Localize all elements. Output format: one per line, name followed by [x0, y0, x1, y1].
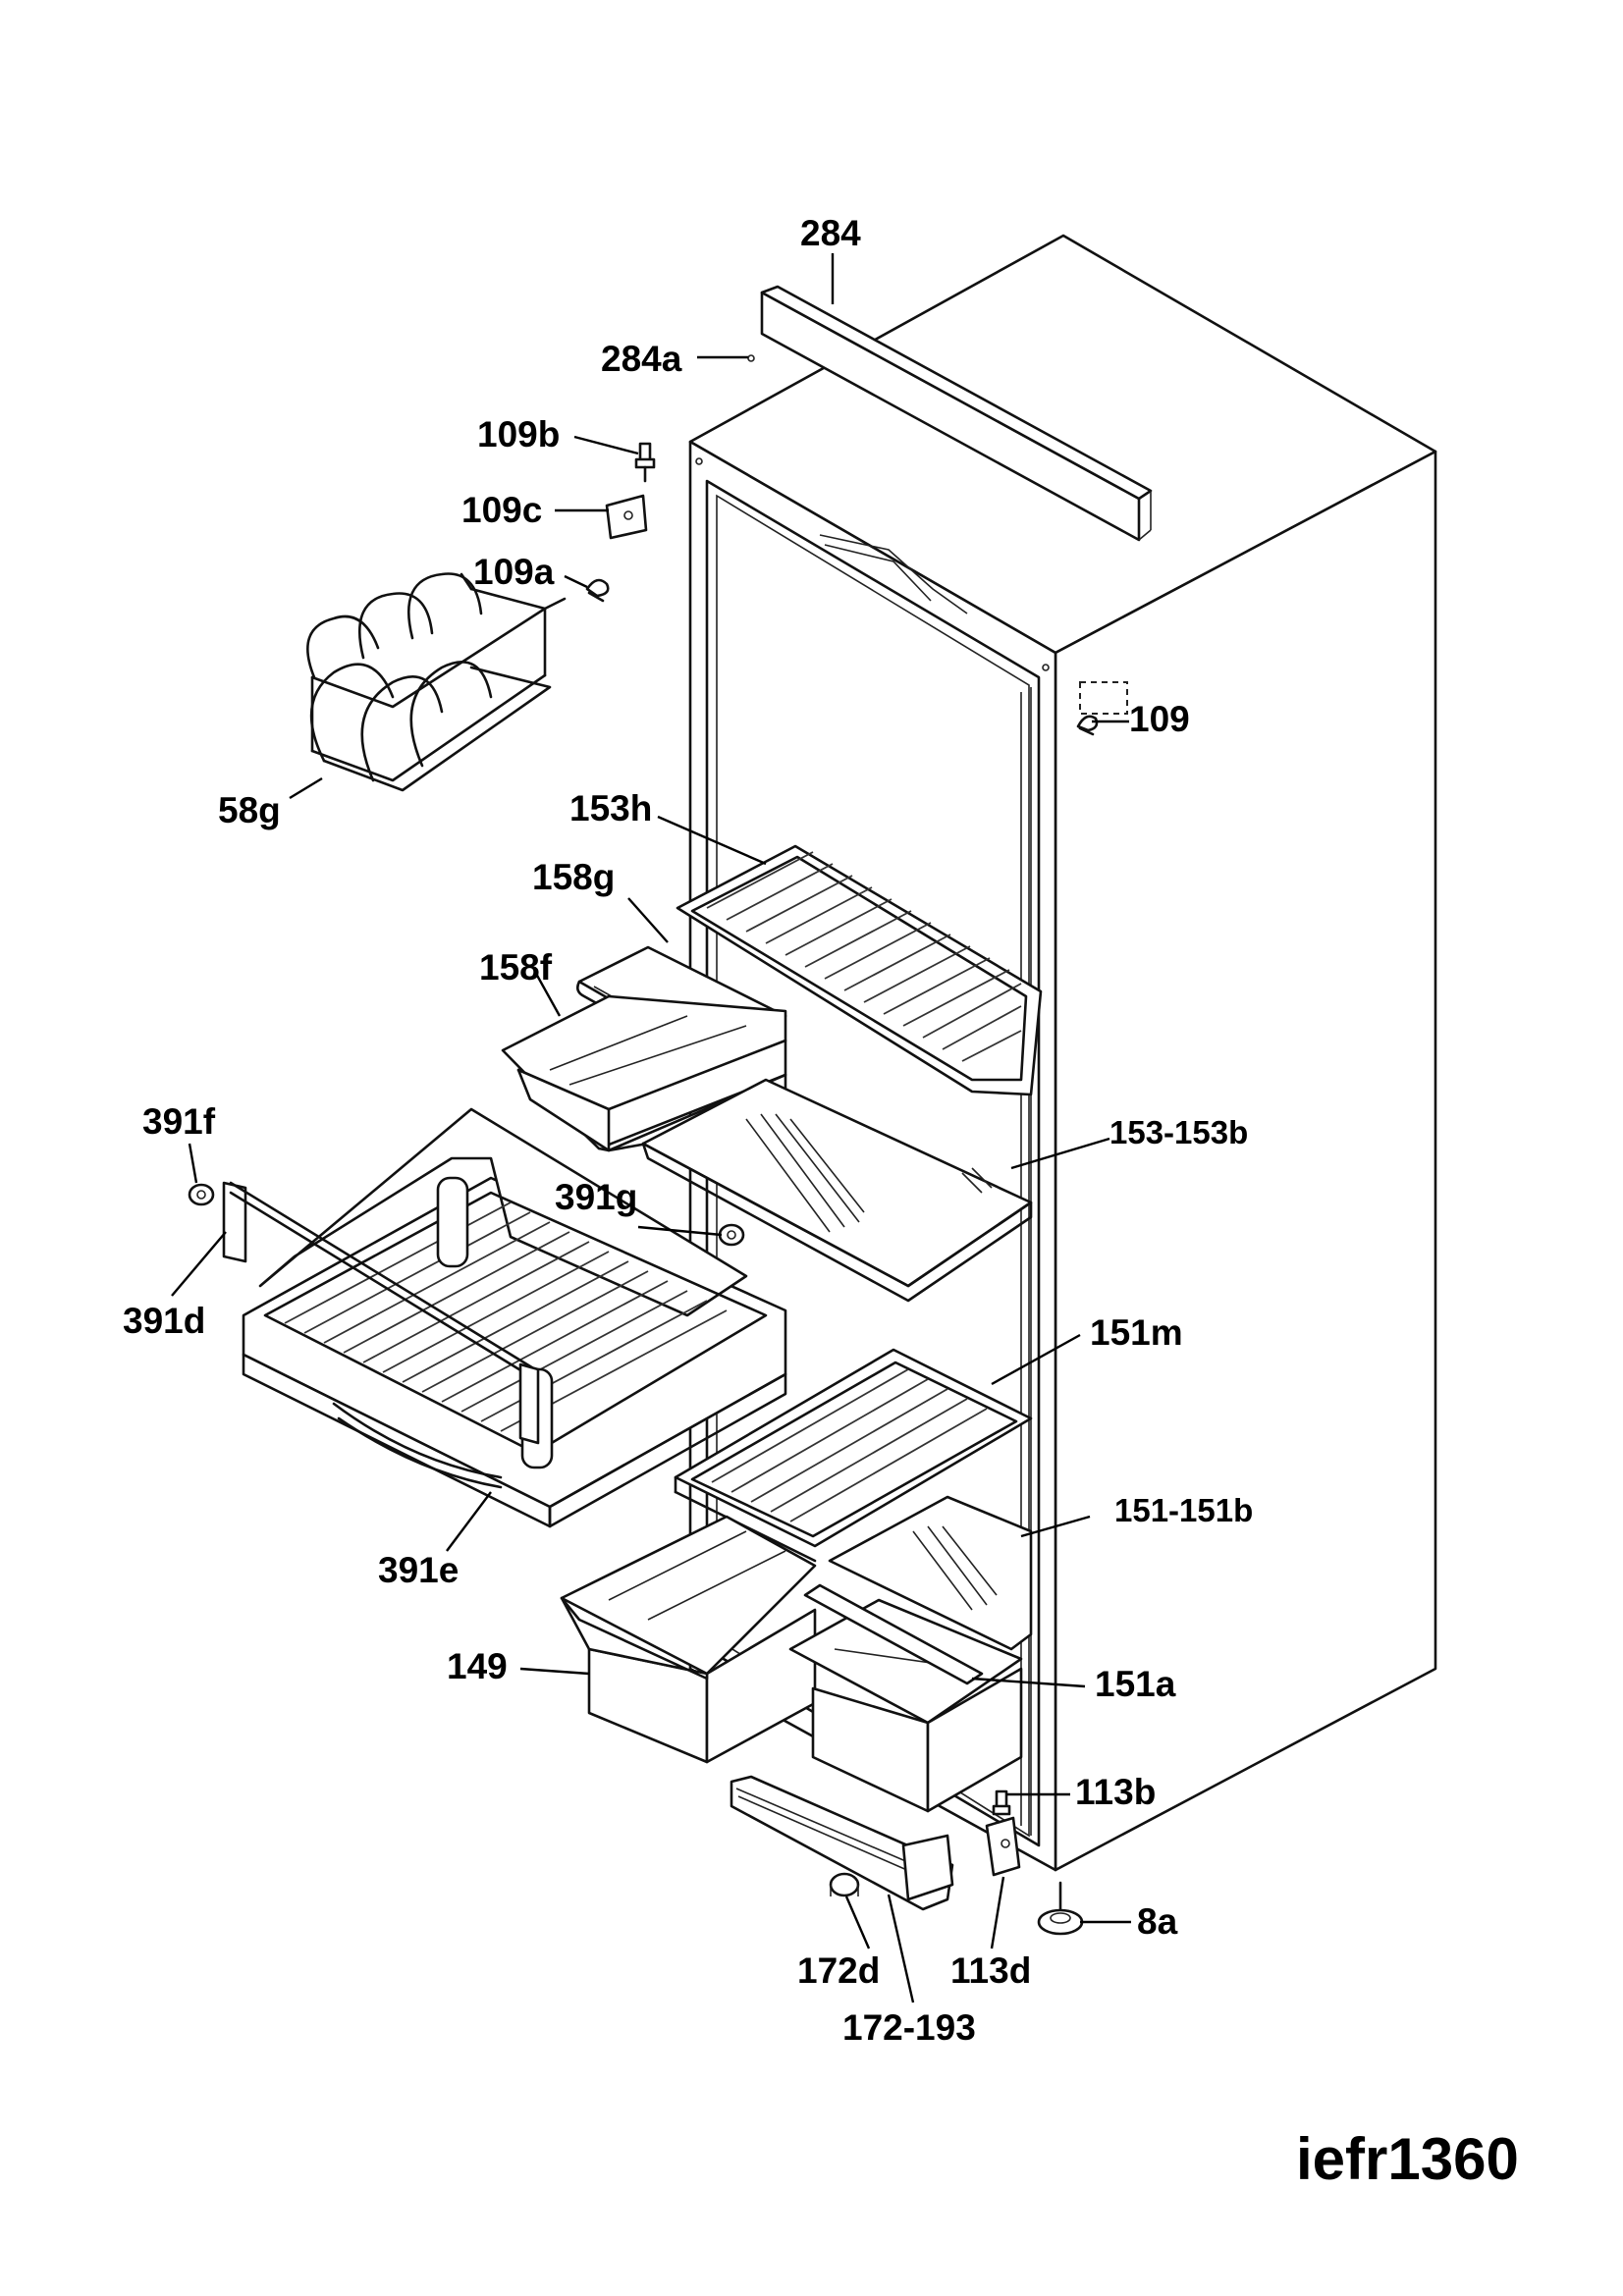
- label-153h: 153h: [569, 788, 652, 828]
- label-109: 109: [1129, 699, 1190, 739]
- bottom-grille-172-193: [730, 1775, 954, 1911]
- bottom-hinge-113: [985, 1789, 1021, 1877]
- glass-shelf-151-151b: [828, 1495, 1033, 1651]
- label-8a: 8a: [1137, 1901, 1178, 1942]
- foot-8a: [1037, 1881, 1084, 1936]
- leader-lines: [171, 253, 1131, 2003]
- label-151a: 151a: [1095, 1664, 1176, 1704]
- label-391e: 391e: [378, 1550, 459, 1590]
- label-109c: 109c: [461, 490, 542, 530]
- crisper-drawer-151a: [788, 1583, 1023, 1813]
- diagram-code: iefr1360: [1296, 2126, 1519, 2192]
- label-109a: 109a: [473, 552, 555, 592]
- part-labels: 284 284a 109b 109c 109a 109 58g 153h 158…: [123, 213, 1253, 2048]
- label-58g: 58g: [218, 790, 281, 830]
- label-158f: 158f: [479, 947, 553, 988]
- knob-391f: [188, 1183, 215, 1206]
- label-391g: 391g: [555, 1177, 637, 1217]
- plug-172d: [829, 1872, 860, 1897]
- top-trim-284: [747, 285, 1153, 542]
- label-391f: 391f: [142, 1101, 216, 1142]
- shelf-153h: [676, 844, 1043, 1096]
- label-391d: 391d: [123, 1301, 205, 1341]
- top-hinge-parts: [585, 442, 656, 603]
- knob-391g: [718, 1223, 745, 1247]
- glass-shelf-153-153b: [641, 1078, 1033, 1303]
- wine-rack-58g: [306, 572, 567, 792]
- label-153-153b: 153-153b: [1109, 1114, 1248, 1150]
- label-284: 284: [800, 213, 861, 253]
- label-172d: 172d: [797, 1950, 880, 1991]
- hinge-109: [1076, 681, 1128, 736]
- label-149: 149: [447, 1646, 508, 1686]
- bar-391d: [222, 1181, 540, 1445]
- crisper-drawer-149: [560, 1515, 817, 1764]
- label-151-151b: 151-151b: [1114, 1492, 1253, 1528]
- label-151m: 151m: [1090, 1312, 1183, 1353]
- label-113d: 113d: [950, 1950, 1031, 1991]
- crisper-391e: [242, 1107, 787, 1528]
- label-172-193: 172-193: [842, 2007, 976, 2048]
- label-113b: 113b: [1075, 1772, 1156, 1812]
- label-109b: 109b: [477, 414, 560, 454]
- label-158g: 158g: [532, 857, 615, 897]
- label-284a: 284a: [601, 339, 682, 379]
